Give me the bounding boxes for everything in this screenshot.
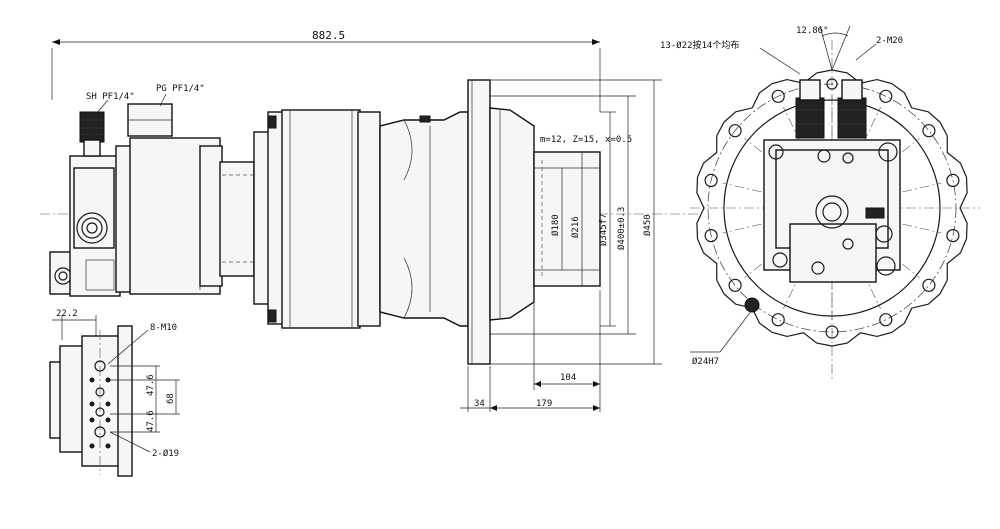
bolt-hole	[879, 89, 893, 103]
bolt-hole	[825, 325, 839, 339]
port-pg-label: PG PF1/4"	[156, 84, 205, 94]
dim-47-6-top-label: 47.6	[146, 374, 156, 396]
bolt-hole	[922, 278, 936, 292]
dim-179-label: 179	[536, 399, 552, 409]
bolt-hole	[728, 278, 742, 292]
bolt-hole	[728, 124, 742, 138]
bolt-hole	[922, 124, 936, 138]
bolt-hole	[946, 229, 960, 243]
dia-345-label: Ø345f7	[598, 213, 609, 246]
bolt-hole	[771, 89, 785, 103]
angle-label: 12.86°	[796, 26, 829, 36]
bolt-hole	[704, 229, 718, 243]
port-face-view: 22.2 8-M10 47.6 68 47.6 2-Ø19	[49, 309, 180, 477]
port-sh-label: SH PF1/4"	[86, 92, 135, 102]
dia-216-label: Ø216	[570, 216, 581, 238]
bolt-hole	[826, 78, 838, 90]
bolt-hole	[704, 173, 718, 187]
dim-47-6-bottom-label: 47.6	[146, 410, 156, 432]
dim-68-label: 68	[166, 393, 176, 404]
m10-holes-label: 8-M10	[150, 323, 177, 333]
dim-34-label: 34	[474, 399, 485, 409]
dia-24-label: Ø24H7	[692, 356, 719, 367]
m20-holes-label: 2-M20	[876, 36, 903, 46]
end-view: Ø24H7 13-Ø22按14个均布 12.86° 2-M20	[660, 25, 980, 380]
dim-104-label: 104	[560, 373, 576, 383]
dia-450-label: Ø450	[642, 214, 653, 236]
bolt-holes-label: 13-Ø22按14个均布	[660, 39, 739, 51]
dia-19-holes-label: 2-Ø19	[152, 448, 179, 459]
dim-22-2-label: 22.2	[56, 309, 78, 319]
bolt-hole	[879, 313, 893, 327]
dia-400-label: Ø400±0.3	[616, 207, 627, 250]
dia-180-label: Ø180	[550, 214, 561, 236]
bolt-hole	[946, 173, 960, 187]
bolt-hole	[771, 313, 785, 327]
side-view: 882.5 SH PF1/4" PG PF1/4"	[40, 29, 700, 412]
overall-length-label: 882.5	[312, 29, 345, 42]
gear-spec-label: m=12, Z=15, x=0.5	[540, 135, 632, 145]
